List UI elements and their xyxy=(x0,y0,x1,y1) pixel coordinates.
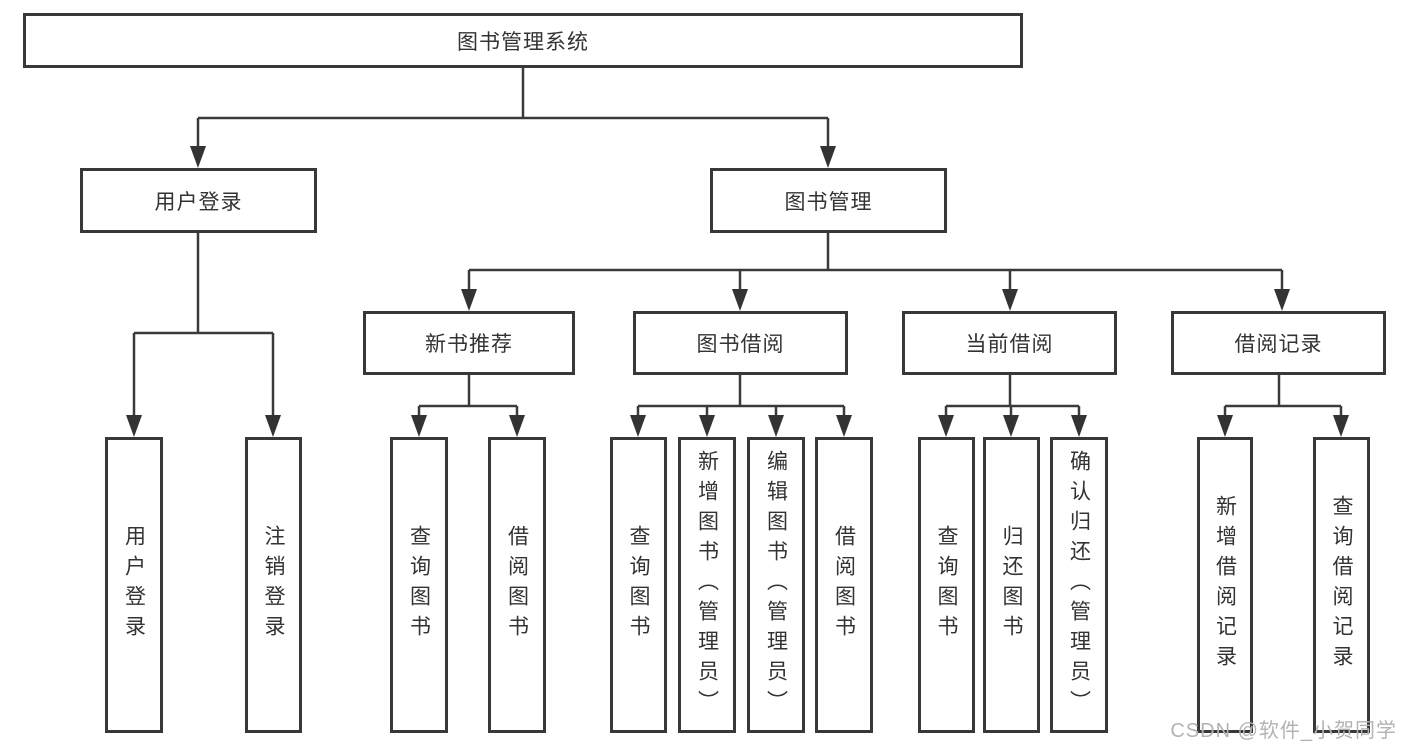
node-label: 查询图书 xyxy=(407,525,431,645)
node-label: 借阅图书 xyxy=(832,525,856,645)
arrow-down-icon xyxy=(938,415,954,437)
node-current-borrowing: 当前借阅 xyxy=(902,311,1117,375)
arrow-down-icon xyxy=(1003,415,1019,437)
leaf-add-borrow-record: 新增借阅记录 xyxy=(1197,437,1253,733)
node-book-management: 图书管理 xyxy=(710,168,947,233)
arrow-down-icon xyxy=(768,415,784,437)
leaf-return-books: 归还图书 xyxy=(983,437,1040,733)
node-label: 新增图书（管理员） xyxy=(695,450,719,720)
leaf-query-books: 查询图书 xyxy=(918,437,975,733)
connector-book-mgmt xyxy=(467,233,1284,289)
node-user-login: 用户登录 xyxy=(80,168,317,233)
node-label: 图书管理系统 xyxy=(457,30,589,54)
node-label: 借阅记录 xyxy=(1234,333,1323,356)
node-label: 用户登录 xyxy=(154,190,243,214)
node-label: 编辑图书（管理员） xyxy=(764,450,788,720)
arrow-down-icon xyxy=(1274,289,1290,311)
arrow-down-icon xyxy=(699,415,715,437)
node-label: 确认归还（管理员） xyxy=(1067,450,1091,720)
arrow-down-icon xyxy=(265,415,281,437)
connector-new-book xyxy=(417,375,519,415)
leaf-query-borrow-record: 查询借阅记录 xyxy=(1313,437,1370,733)
arrow-down-icon xyxy=(630,415,646,437)
node-new-book-recommend: 新书推荐 xyxy=(363,311,575,375)
node-label: 新增借阅记录 xyxy=(1213,495,1237,675)
node-label: 当前借阅 xyxy=(965,333,1054,356)
arrow-down-icon xyxy=(1217,415,1233,437)
node-borrow-records: 借阅记录 xyxy=(1171,311,1386,375)
arrow-down-icon xyxy=(190,146,206,168)
leaf-user-login: 用户登录 xyxy=(105,437,163,733)
node-book-borrowing: 图书借阅 xyxy=(633,311,848,375)
connector-borrow-records xyxy=(1223,375,1343,415)
node-label: 注销登录 xyxy=(262,525,286,645)
node-label: 查询图书 xyxy=(935,525,959,645)
node-label: 查询借阅记录 xyxy=(1330,495,1354,675)
leaf-logout: 注销登录 xyxy=(245,437,302,733)
leaf-borrow-books: 借阅图书 xyxy=(815,437,873,733)
connector-current-borrow xyxy=(944,375,1081,415)
arrow-down-icon xyxy=(461,289,477,311)
connector-user-login xyxy=(132,233,275,415)
node-library-system: 图书管理系统 xyxy=(23,13,1023,68)
leaf-borrow-books: 借阅图书 xyxy=(488,437,546,733)
arrowheads xyxy=(126,146,1349,437)
leaf-add-books-admin: 新增图书（管理员） xyxy=(678,437,736,733)
arrow-down-icon xyxy=(1333,415,1349,437)
arrow-down-icon xyxy=(126,415,142,437)
leaf-edit-books-admin: 编辑图书（管理员） xyxy=(747,437,805,733)
arrow-down-icon xyxy=(1071,415,1087,437)
connector-book-borrow xyxy=(636,375,846,415)
arrow-down-icon xyxy=(1002,289,1018,311)
connector-root xyxy=(196,68,830,146)
leaf-query-books: 查询图书 xyxy=(610,437,667,733)
node-label: 图书管理 xyxy=(784,190,873,214)
node-label: 归还图书 xyxy=(1000,525,1024,645)
node-label: 新书推荐 xyxy=(425,333,513,356)
arrow-down-icon xyxy=(509,415,525,437)
arrow-down-icon xyxy=(836,415,852,437)
leaf-query-books: 查询图书 xyxy=(390,437,448,733)
node-label: 借阅图书 xyxy=(505,525,529,645)
leaf-confirm-return-admin: 确认归还（管理员） xyxy=(1050,437,1108,733)
node-label: 查询图书 xyxy=(627,525,651,645)
arrow-down-icon xyxy=(732,289,748,311)
arrow-down-icon xyxy=(820,146,836,168)
arrow-down-icon xyxy=(411,415,427,437)
node-label: 用户登录 xyxy=(122,525,146,645)
node-label: 图书借阅 xyxy=(696,333,785,356)
csdn-watermark: CSDN @软件_小贺同学 xyxy=(1170,720,1397,742)
